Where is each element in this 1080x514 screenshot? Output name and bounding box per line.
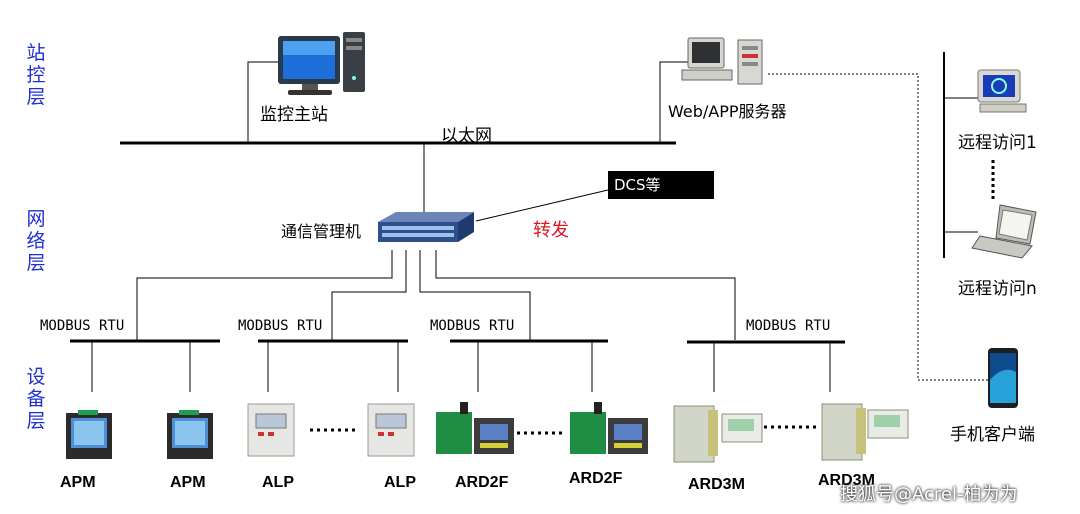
device-label-alp: ALP bbox=[384, 474, 416, 491]
watermark-text: 搜狐号@Acrel-柏为为 bbox=[840, 484, 1018, 505]
rtu-label-1: MODBUS RTU bbox=[40, 318, 125, 334]
server-link bbox=[659, 61, 690, 143]
ard3m-device-icon bbox=[821, 403, 909, 461]
monitor-host-pc-icon bbox=[278, 32, 365, 95]
device-label-ard3m: ARD3M bbox=[818, 472, 875, 489]
monitor-host-label: 监控主站 bbox=[260, 105, 328, 125]
rtu-label-2: MODBUS RTU bbox=[238, 318, 323, 334]
server-computer-icon bbox=[681, 37, 763, 85]
forward-label: 转发 bbox=[533, 220, 569, 241]
ard3m-device-icon bbox=[673, 405, 763, 463]
mobile-client-label: 手机客户端 bbox=[950, 425, 1035, 445]
bus2-link bbox=[331, 250, 407, 340]
layer-label-station: 站控层 bbox=[26, 42, 46, 108]
layer-label-network: 网络层 bbox=[26, 208, 46, 274]
device-label-ard2f: ARD2F bbox=[455, 474, 509, 491]
apm-meter-icon bbox=[66, 410, 112, 459]
bus1-link bbox=[136, 250, 393, 340]
apm-meter-icon bbox=[167, 410, 213, 459]
comm-manager-label: 通信管理机 bbox=[281, 222, 362, 241]
alp-protector-icon bbox=[247, 403, 295, 457]
remote-access-1-label: 远程访问1 bbox=[958, 133, 1037, 153]
device-label-alp: ALP bbox=[262, 474, 294, 491]
ard2f-device-icon bbox=[436, 402, 514, 454]
remote-pc-icon bbox=[977, 69, 1027, 113]
device-label-apm: APM bbox=[60, 474, 96, 491]
dcs-link bbox=[475, 189, 609, 222]
ethernet-label: 以太网 bbox=[441, 126, 492, 146]
remote-access-n-label: 远程访问n bbox=[958, 279, 1037, 299]
bus3-link bbox=[419, 250, 531, 340]
server-label: Web/APP服务器 bbox=[668, 102, 787, 121]
laptop-icon bbox=[971, 204, 1037, 259]
network-switch-icon bbox=[378, 212, 474, 242]
alp-protector-icon bbox=[367, 403, 415, 457]
rtu-label-4: MODBUS RTU bbox=[746, 318, 831, 334]
bus4-link bbox=[435, 250, 736, 340]
ard2f-device-icon bbox=[570, 402, 648, 454]
monitor-host-link bbox=[247, 61, 290, 143]
layer-label-device: 设备层 bbox=[26, 366, 46, 432]
device-label-apm: APM bbox=[170, 474, 206, 491]
device-label-ard3m: ARD3M bbox=[688, 476, 745, 493]
mobile-phone-icon bbox=[988, 348, 1018, 408]
dcs-box: DCS等 bbox=[608, 171, 714, 199]
remote-dotted-link bbox=[768, 73, 988, 381]
device-label-ard2f: ARD2F bbox=[569, 470, 623, 487]
rtu-label-3: MODBUS RTU bbox=[430, 318, 515, 334]
